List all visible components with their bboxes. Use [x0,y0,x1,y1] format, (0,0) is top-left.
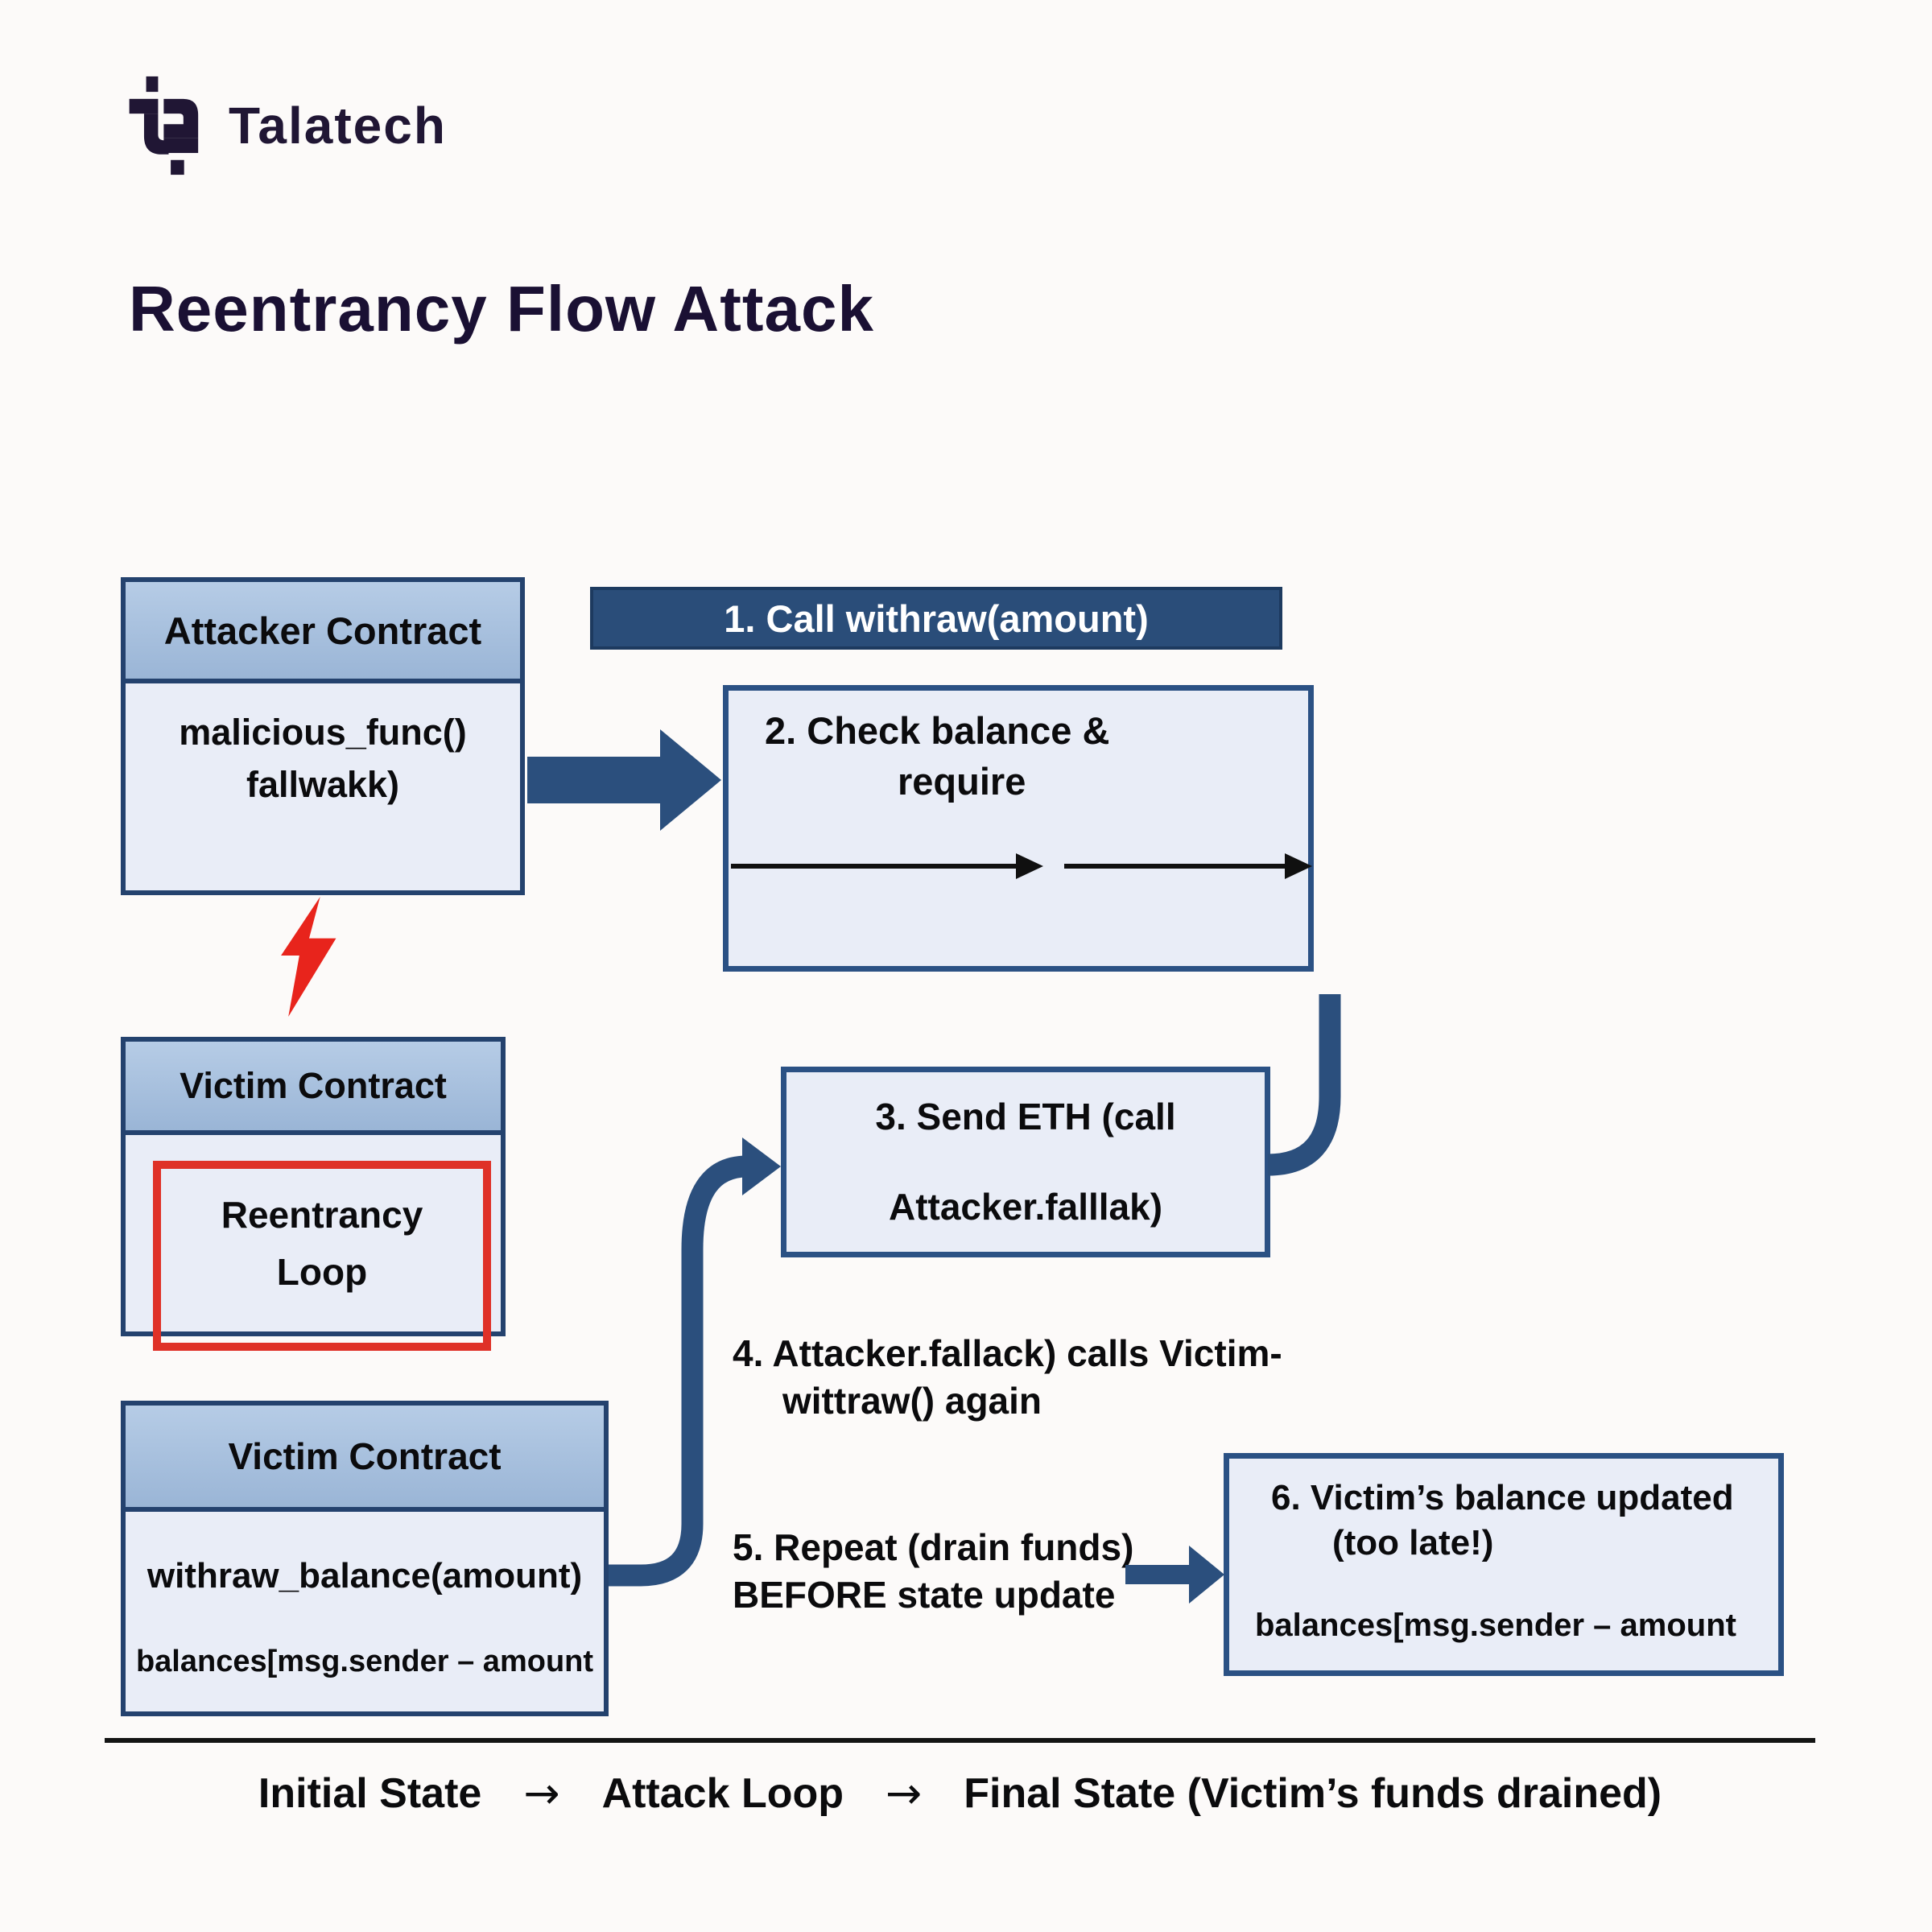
step2-line2: require [898,760,1026,803]
state-legend: Initial State → Attack Loop → Final Stat… [105,1768,1815,1818]
step6-balance-updated-box: 6. Victim’s balance updated (too late!) … [1224,1453,1784,1676]
step6-line1: 6. Victim’s balance updated [1271,1478,1734,1517]
attacker-func-line: malicious_func() [179,712,467,753]
victim-contract-box: Victim Contract [121,1037,506,1336]
legend-final-state: Final State (Victim’s funds drained) [964,1769,1662,1817]
brand-name: Talatech [229,97,447,155]
attacker-contract-header: Attacker Contract [126,582,520,683]
step3-line1: 3. Send ETH (call [875,1096,1176,1137]
reentrancy-loop-line2: Loop [276,1251,368,1294]
step4-line2: wittraw() again [782,1379,1042,1422]
withraw-balance-line: withraw_balance(amount) [147,1556,583,1596]
step4-line1: 4. Attacker.fallack) calls Victim- [733,1332,1282,1374]
step2-line1: 2. Check balance & [765,709,1110,752]
reentrancy-loop-box: Reentrancy Loop [153,1161,491,1351]
step6-line2: (too late!) [1332,1523,1494,1563]
step4-note: 4. Attacker.fallack) calls Victim- wittr… [733,1330,1377,1425]
victim-contract-header: Victim Contract [126,1042,501,1135]
attacker-contract-box: Attacker Contract malicious_func() fallw… [121,577,525,895]
arrow-attacker-to-check [527,729,721,831]
victim-contract-withraw-box: Victim Contract withraw_balance(amount) … [121,1401,609,1716]
legend-arrow-icon: → [886,1768,923,1818]
balances-line: balances[msg.sender – amount [135,1645,594,1678]
attacker-fallback-line: fallwakk) [246,764,400,806]
connector-victim-to-send-arrowhead [742,1137,781,1195]
step1-call-withraw-bar: 1. Call withraw(amount) [590,587,1282,650]
step6-line3: balances[msg.sender – amount [1255,1608,1736,1643]
talatech-logo-icon [127,74,204,177]
reentrancy-loop-line1: Reentrancy [221,1194,423,1236]
legend-attack-loop: Attack Loop [601,1769,844,1817]
lightning-bolt-icon [270,897,346,1019]
brand-logo: Talatech [127,74,447,177]
connector-victim-to-send [609,1155,748,1587]
page-title: Reentrancy Flow Attack [129,273,874,345]
attacker-contract-body: malicious_func() fallwakk) [126,683,520,811]
footer-separator-line [105,1738,1815,1743]
step3-send-eth-box: 3. Send ETH (call Attacker.falllak) [781,1067,1270,1257]
step2-check-balance-box: 2. Check balance & require [723,685,1314,972]
legend-initial-state: Initial State [258,1769,482,1817]
step5-line1: 5. Repeat (drain funds) [733,1526,1134,1568]
step5-note: 5. Repeat (drain funds) BEFORE state upd… [733,1524,1183,1619]
connector-check-to-send [1267,994,1341,1176]
step3-line2: Attacker.falllak) [888,1186,1163,1228]
victim-contract-withraw-header: Victim Contract [126,1406,604,1512]
legend-arrow-icon: → [523,1768,560,1818]
step5-line2: BEFORE state update [733,1573,1116,1616]
